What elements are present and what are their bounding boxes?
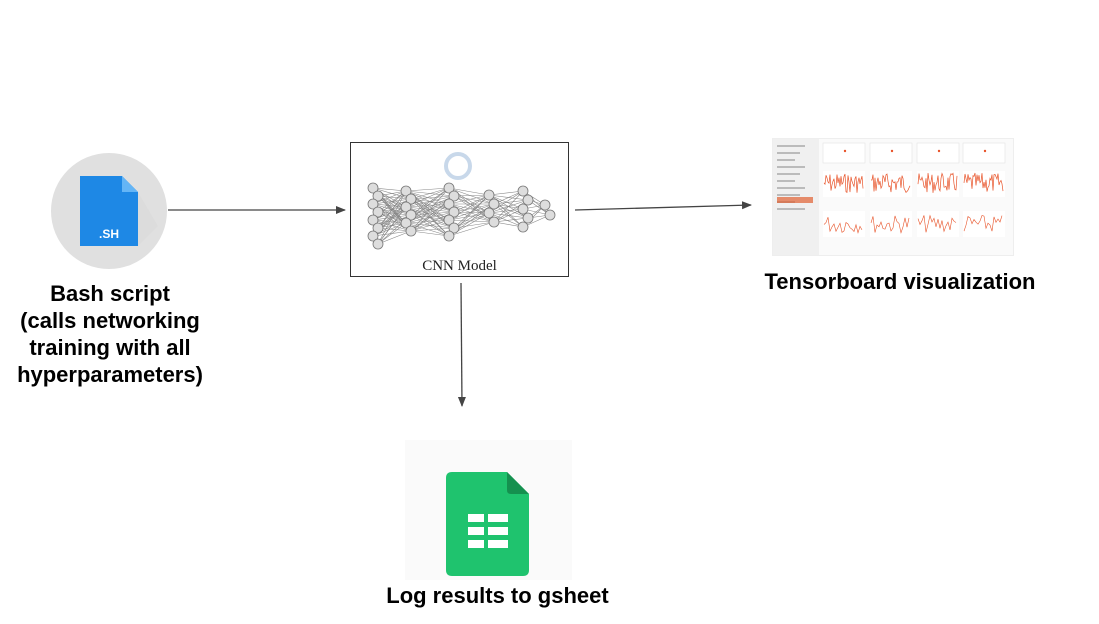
gsheet-label: Log results to gsheet [386,583,609,608]
sh-file-ext: .SH [99,227,119,241]
bash-label-line: hyperparameters) [17,362,203,387]
bash-script-label: Bash script (calls networking training w… [0,280,220,388]
tensorboard-charts-icon [773,139,1006,255]
arrow-cnn-to-tensorboard [574,201,752,211]
sh-file-icon: .SH [51,153,167,269]
neural-network-icon [367,152,556,250]
bash-label-line: (calls networking [20,308,200,333]
tensorboard-screenshot [772,138,1014,256]
bash-label-line: training with all [29,335,191,360]
cnn-model-caption: CNN Model [422,258,497,274]
cnn-model-box: CNN Model [350,142,569,277]
gsheet-icon [405,440,572,580]
tensorboard-label: Tensorboard visualization [764,269,1036,294]
bash-label-line: Bash script [50,281,170,306]
arrow-cnn-to-gsheet [457,282,466,407]
